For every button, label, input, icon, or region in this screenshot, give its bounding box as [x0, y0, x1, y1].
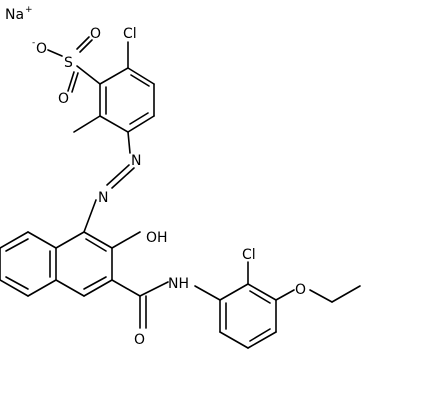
sulfonate-oxygen-bottom: O — [58, 91, 69, 107]
ether-oxygen: O — [295, 282, 306, 298]
sulfonate-oxygen-top: O — [90, 26, 101, 42]
sulfonate-group — [47, 36, 101, 93]
hydroxyl-label: OH — [146, 230, 168, 246]
lower-benzene-ring — [194, 261, 361, 349]
sodium-label: Na — [5, 7, 24, 23]
azo-nitrogen-2: N — [98, 190, 108, 206]
sodium-charge: + — [25, 5, 33, 15]
amide-oxygen: O — [134, 332, 145, 348]
naphthalene-system — [0, 231, 169, 329]
sulfonate-charge: - — [32, 38, 35, 48]
sulfur-atom: S — [64, 55, 73, 71]
chlorine-upper: Cl — [123, 26, 137, 42]
upper-benzene-ring — [73, 41, 155, 233]
amide-nh: NH — [168, 276, 189, 292]
sulfonate-oxygen-anion: O — [36, 41, 47, 57]
chlorine-lower: Cl — [242, 247, 256, 263]
azo-nitrogen-1: N — [131, 153, 141, 169]
